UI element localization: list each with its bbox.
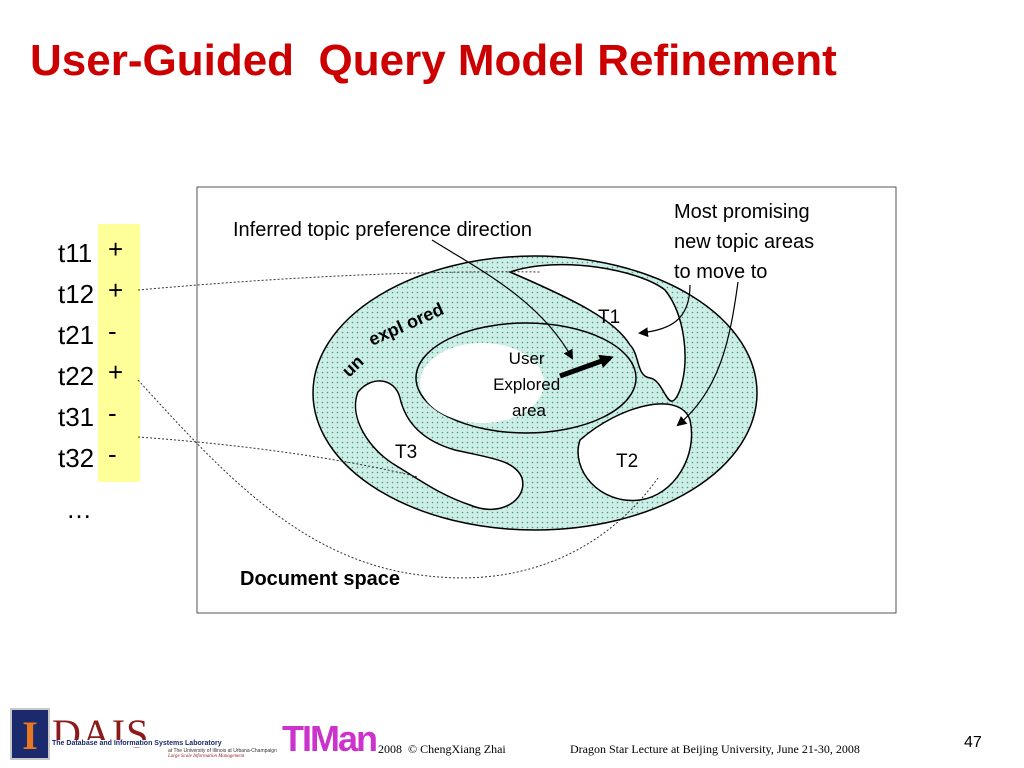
inferred-direction-arrow [431,239,573,360]
footer-lecture: Dragon Star Lecture at Beijing Universit… [570,742,860,756]
connector-t22-t2 [137,379,659,579]
term-sign: - [108,316,117,346]
slide-title: User-Guided Query Model Refinement [30,36,837,85]
topic-region-t2 [577,403,693,502]
term-label: t12 [58,279,95,309]
footer-copyright: 2008 © ChengXiang Zhai [378,742,506,756]
term-label: t22 [58,361,95,391]
page-number: 47 [964,734,982,751]
user-explored-label-bg [420,343,544,423]
t1-label: T1 [598,307,620,328]
inferred-direction-label: Inferred topic preference direction [233,219,532,241]
dais-lab-tagline: Large Scale Information Management [168,754,245,759]
term-sign: - [108,439,117,469]
t2-label: T2 [616,451,638,472]
promising-arrow-t1 [638,284,691,338]
term-sign: + [108,234,124,264]
dais-lab-name: The Database and Information Systems Lab… [52,740,222,747]
term-label: t21 [58,320,95,350]
topic-region-t3 [354,380,524,511]
illinois-logo: I [10,708,50,760]
signs-highlight [98,224,140,482]
topic-region-t1 [507,263,686,402]
term-sign: - [108,398,117,428]
term-label: t32 [58,443,95,473]
terms-ellipsis: … [66,494,92,524]
promising-areas-label: Most promising new topic areas to move t… [674,201,820,283]
term-label: t31 [58,402,95,432]
term-sign: + [108,357,124,387]
term-sign: + [108,275,124,305]
document-space-label: Document space [240,568,400,590]
connector-t31-t3 [137,436,419,478]
preference-direction-arrow [559,354,614,379]
promising-arrow-t2 [676,281,739,427]
dais-logo: DAIS [52,711,150,756]
dais-lab-affiliation: at The University of Illinois at Urbana-… [168,748,277,754]
t3-label: T3 [395,442,417,463]
timan-logo: TIMan [282,718,378,759]
user-explored-label: User Explored area [493,349,565,420]
term-label: t11 [58,238,93,268]
